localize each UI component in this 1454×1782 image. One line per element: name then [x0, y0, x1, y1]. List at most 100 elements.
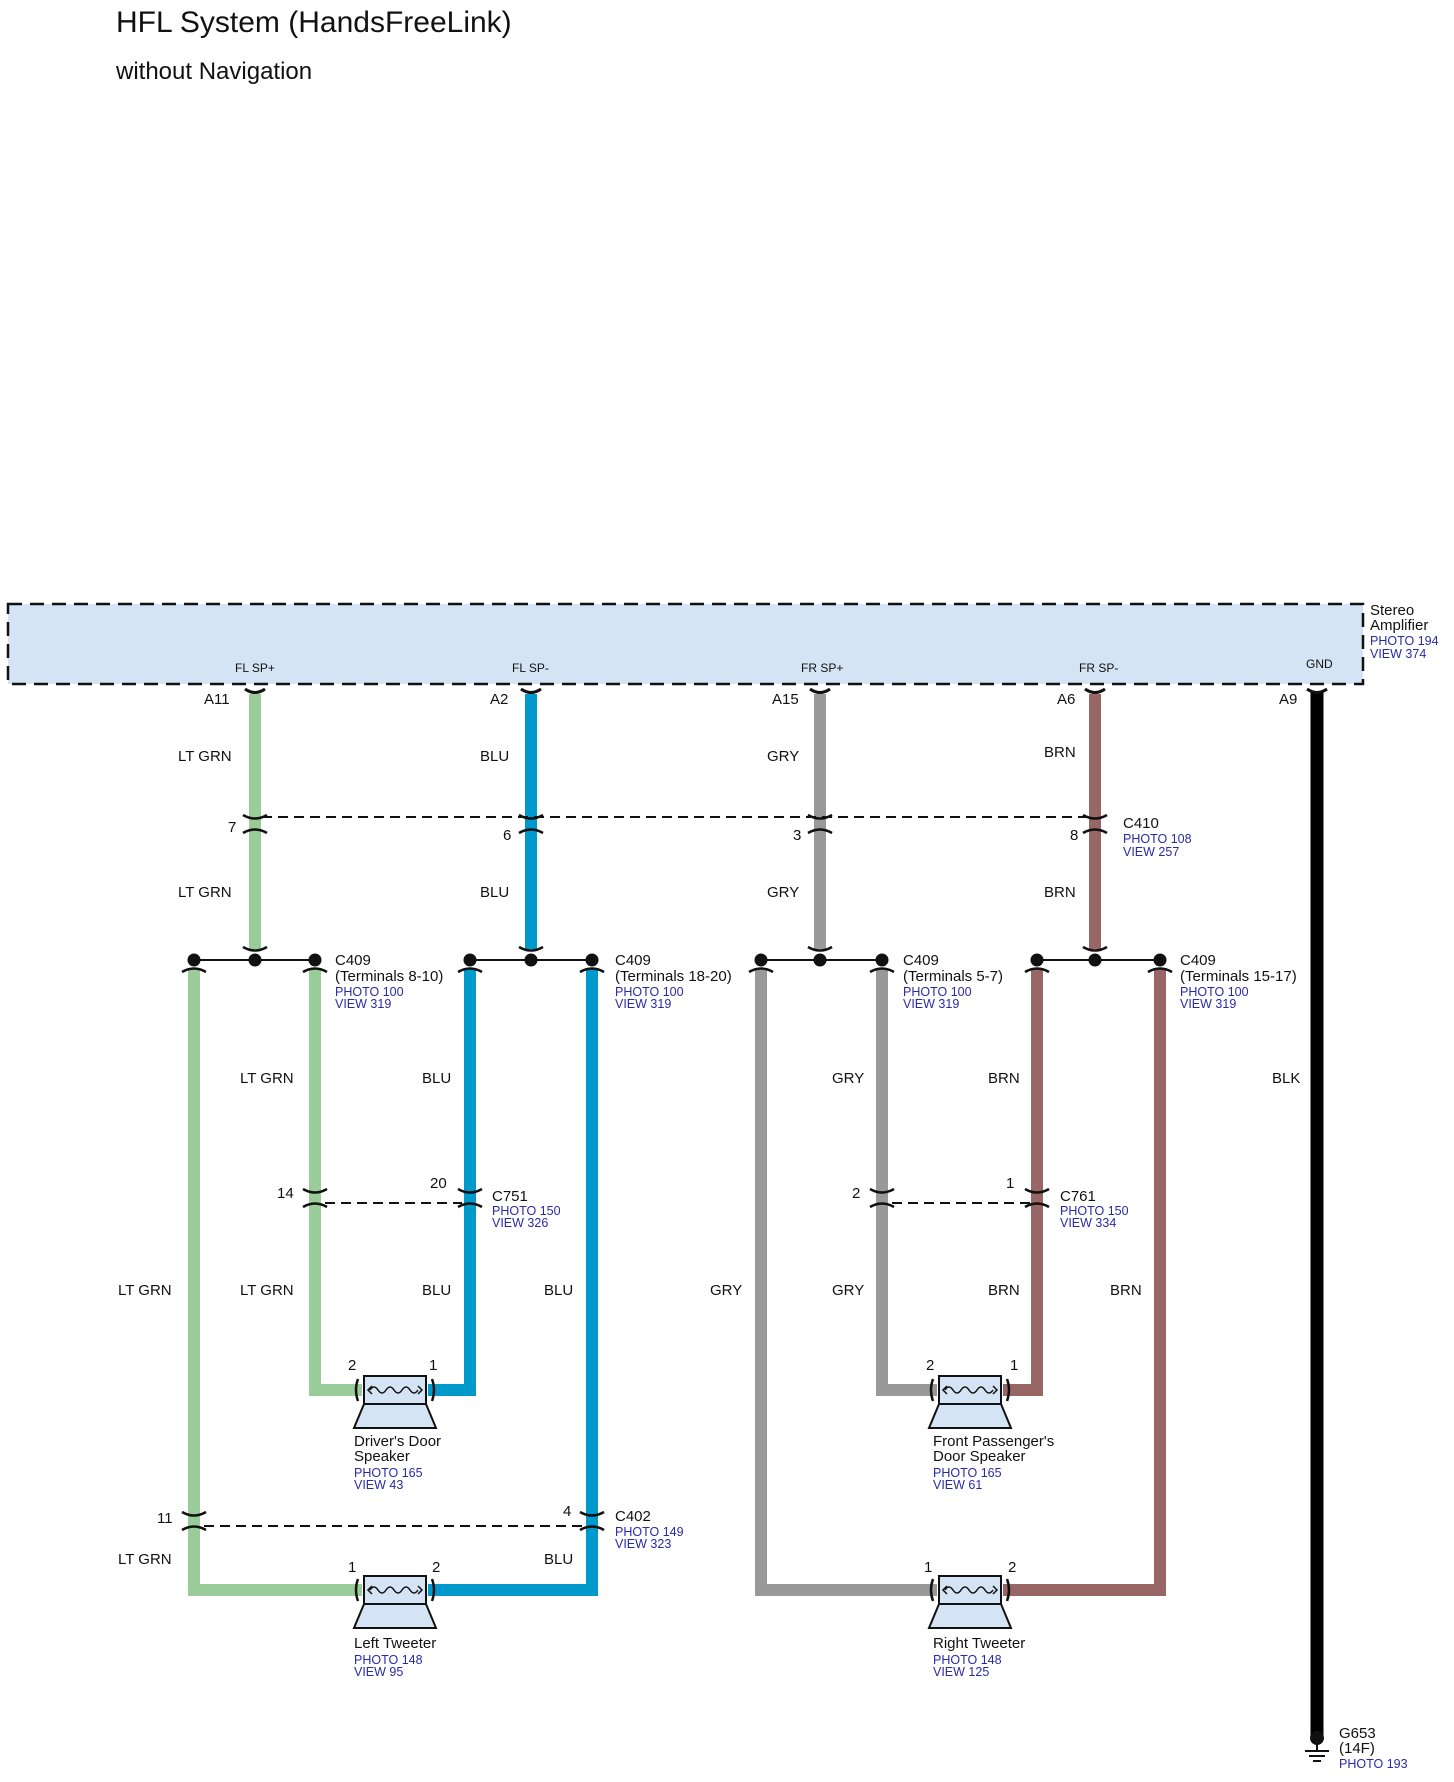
svg-text:(Terminals 15-17): (Terminals 15-17)	[1180, 968, 1297, 985]
c402-view-link[interactable]: VIEW 323	[615, 1537, 671, 1551]
amplifier-name-line2: Amplifier	[1370, 617, 1428, 634]
amplifier-view-link[interactable]: VIEW 374	[1370, 647, 1426, 661]
c402-photo-link[interactable]: PHOTO 149	[615, 1525, 684, 1539]
left-tweeter[interactable]: 1 2 Left Tweeter PHOTO 148 VIEW 95	[348, 1559, 440, 1679]
svg-text:(Terminals 18-20): (Terminals 18-20)	[615, 968, 732, 985]
connector-c402[interactable]: 11 4 C402 PHOTO 149 VIEW 323	[157, 1503, 684, 1551]
c409-junction-lt-grn[interactable]	[181, 945, 328, 974]
wire-label-lt-grn-1: LT GRN	[178, 748, 232, 765]
passenger-speaker-view-link[interactable]: VIEW 61	[933, 1478, 982, 1492]
connector-c761[interactable]: 2 1 C761 PHOTO 150 VIEW 334	[852, 1175, 1129, 1230]
amplifier-box	[6, 602, 1365, 686]
wire-label-gry-3: GRY	[832, 1070, 864, 1087]
wire-lt-grn-speaker-branch[interactable]	[309, 969, 362, 1396]
ground-location: (14F)	[1339, 1740, 1375, 1757]
c409-1-photo-link[interactable]: PHOTO 100	[335, 985, 404, 999]
c410-pin-7: 7	[228, 819, 236, 836]
wire-blu-tweeter-branch[interactable]	[428, 969, 598, 1596]
c402-pin-4: 4	[563, 1503, 571, 1520]
c761-name: C761	[1060, 1188, 1096, 1205]
c751-pin-14: 14	[277, 1185, 294, 1202]
stereo-amplifier[interactable]: Stereo Amplifier PHOTO 194 VIEW 374 FL S…	[6, 602, 1439, 686]
svg-text:C409: C409	[615, 952, 651, 969]
passenger-speaker-name-2: Door Speaker	[933, 1448, 1026, 1465]
c409-2-photo-link[interactable]: PHOTO 100	[615, 985, 684, 999]
svg-text:(Terminals 8-10): (Terminals 8-10)	[335, 968, 443, 985]
c409-1-view-link[interactable]: VIEW 319	[335, 997, 391, 1011]
c409-label-2: C409 (Terminals 18-20) PHOTO 100 VIEW 31…	[615, 952, 732, 1011]
amp-connector-marks	[244, 687, 1328, 694]
wire-label-brn-4: BRN	[988, 1282, 1020, 1299]
right-tweeter-view-link[interactable]: VIEW 125	[933, 1665, 989, 1679]
wire-blu-speaker-branch[interactable]	[428, 969, 476, 1396]
wire-label-blu-4: BLU	[422, 1282, 451, 1299]
drivers-door-speaker[interactable]: 2 1 Driver's Door Speaker PHOTO 165 VIEW…	[348, 1357, 441, 1492]
ground-g653[interactable]: G653 (14F) PHOTO 193	[1305, 1725, 1408, 1771]
connector-c410[interactable]: 7 6 3 8 C410 PHOTO 108 VIEW 257	[228, 813, 1192, 859]
c751-photo-link[interactable]: PHOTO 150	[492, 1204, 561, 1218]
left-tweeter-view-link[interactable]: VIEW 95	[354, 1665, 403, 1679]
c409-2-view-link[interactable]: VIEW 319	[615, 997, 671, 1011]
ground-name: G653	[1339, 1725, 1376, 1742]
tweeter-icon	[927, 1575, 1013, 1629]
wire-gry-tweeter-branch[interactable]	[755, 969, 937, 1596]
wire-label-gry-1: GRY	[767, 748, 799, 765]
c409-3-view-link[interactable]: VIEW 319	[903, 997, 959, 1011]
c409-junction-brn[interactable]	[1024, 945, 1173, 974]
amplifier-photo-link[interactable]: PHOTO 194	[1370, 634, 1439, 648]
c409-junction-gry[interactable]	[748, 945, 895, 974]
c761-view-link[interactable]: VIEW 334	[1060, 1216, 1116, 1230]
terminal-gnd: GND	[1306, 657, 1333, 671]
c751-name: C751	[492, 1188, 528, 1205]
drivers-speaker-photo-link[interactable]: PHOTO 165	[354, 1466, 423, 1480]
pin-a6: A6	[1057, 691, 1075, 708]
c409-4-photo-link[interactable]: PHOTO 100	[1180, 985, 1249, 999]
c410-pin-6: 6	[503, 827, 511, 844]
drivers-speaker-view-link[interactable]: VIEW 43	[354, 1478, 403, 1492]
wire-label-blu-6: BLU	[544, 1551, 573, 1568]
wire-lt-grn-tweeter-branch[interactable]	[188, 969, 362, 1596]
wire-label-lt-grn-5: LT GRN	[240, 1282, 294, 1299]
page-title: HFL System (HandsFreeLink)	[116, 6, 512, 39]
c761-photo-link[interactable]: PHOTO 150	[1060, 1204, 1129, 1218]
left-tweeter-photo-link[interactable]: PHOTO 148	[354, 1653, 423, 1667]
wire-label-brn-2: BRN	[1044, 884, 1076, 901]
right-tweeter-photo-link[interactable]: PHOTO 148	[933, 1653, 1002, 1667]
wire-label-blu-1: BLU	[480, 748, 509, 765]
speaker-icon	[352, 1375, 438, 1429]
c402-name: C402	[615, 1508, 651, 1525]
right-tweeter-pin-1: 1	[924, 1559, 932, 1576]
wire-brn-tweeter-branch[interactable]	[1003, 969, 1166, 1596]
wire-label-lt-grn-4: LT GRN	[118, 1282, 172, 1299]
wire-label-brn-3: BRN	[988, 1070, 1020, 1087]
connector-c751[interactable]: 14 20 C751 PHOTO 150 VIEW 326	[277, 1175, 561, 1230]
wire-label-blk: BLK	[1272, 1070, 1300, 1087]
ground-photo-link[interactable]: PHOTO 193	[1339, 1757, 1408, 1771]
page-subtitle: without Navigation	[116, 58, 313, 85]
wire-label-blu-2: BLU	[480, 884, 509, 901]
terminal-fr-sp-minus: FR SP-	[1079, 661, 1118, 675]
c410-photo-link[interactable]: PHOTO 108	[1123, 832, 1192, 846]
wire-label-blu-3: BLU	[422, 1070, 451, 1087]
right-tweeter[interactable]: 1 2 Right Tweeter PHOTO 148 VIEW 125	[924, 1559, 1025, 1679]
ground-icon	[1305, 1731, 1329, 1762]
passenger-speaker-pin-1: 1	[1010, 1357, 1018, 1374]
left-tweeter-name: Left Tweeter	[354, 1635, 436, 1652]
c409-3-photo-link[interactable]: PHOTO 100	[903, 985, 972, 999]
c751-view-link[interactable]: VIEW 326	[492, 1216, 548, 1230]
drivers-speaker-name-2: Speaker	[354, 1448, 410, 1465]
pin-a11: A11	[204, 691, 230, 708]
c409-junction-blu[interactable]	[457, 945, 605, 974]
c410-pin-8: 8	[1070, 827, 1078, 844]
wire-brn-speaker-branch[interactable]	[1003, 969, 1043, 1396]
drivers-speaker-pin-2: 2	[348, 1357, 356, 1374]
terminal-fl-sp-minus: FL SP-	[512, 661, 549, 675]
passenger-speaker-photo-link[interactable]: PHOTO 165	[933, 1466, 1002, 1480]
wire-label-gry-4: GRY	[710, 1282, 742, 1299]
wire-gry-speaker-branch[interactable]	[876, 969, 937, 1396]
c410-view-link[interactable]: VIEW 257	[1123, 845, 1179, 859]
passenger-speaker-pin-2: 2	[926, 1357, 934, 1374]
front-passenger-door-speaker[interactable]: 2 1 Front Passenger's Door Speaker PHOTO…	[926, 1357, 1054, 1492]
c409-4-view-link[interactable]: VIEW 319	[1180, 997, 1236, 1011]
